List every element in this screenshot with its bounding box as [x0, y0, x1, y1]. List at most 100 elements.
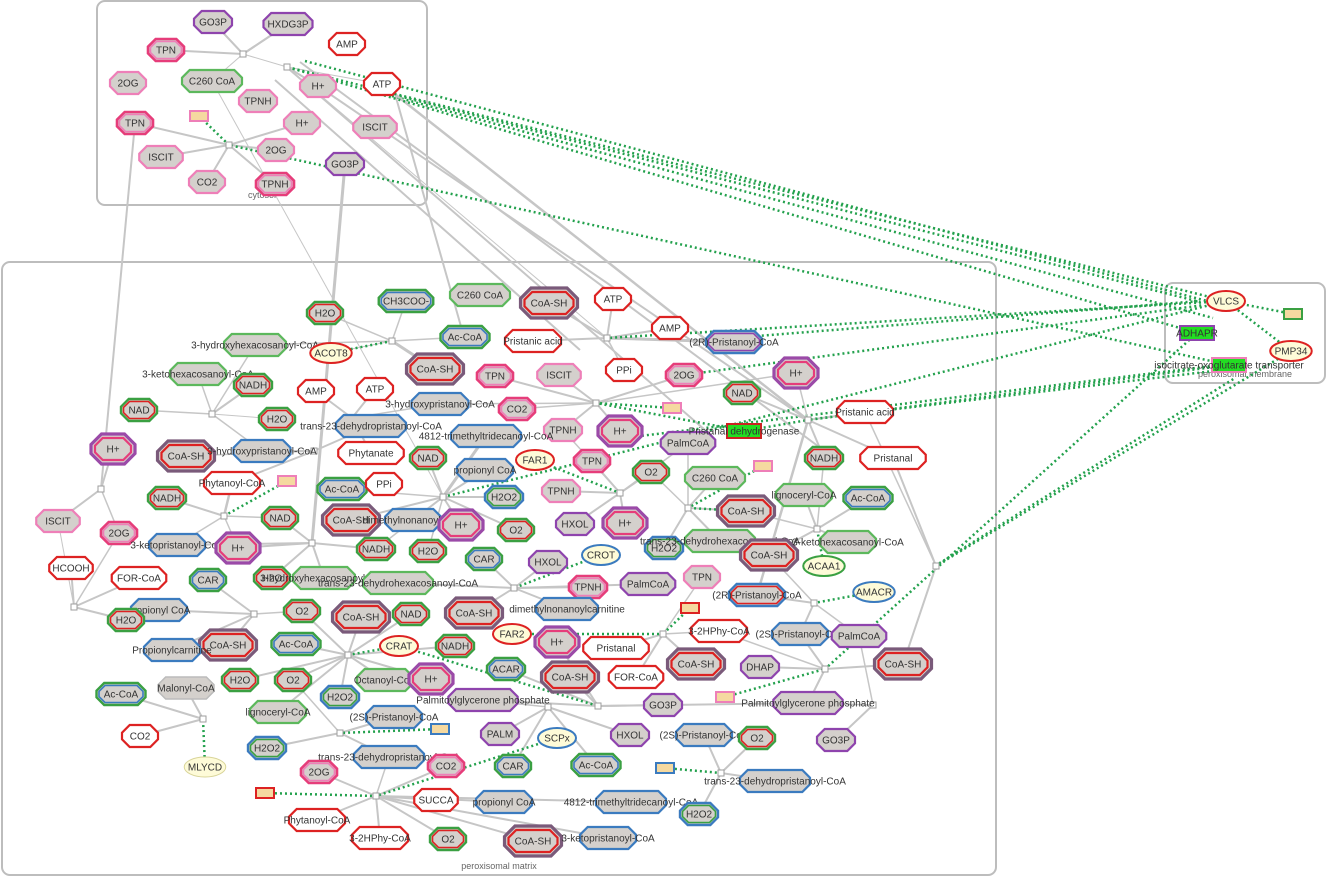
node-m95[interactable]: H+: [533, 625, 581, 659]
node-m128[interactable]: SUCCA: [413, 787, 459, 813]
node-m15[interactable]: H+: [772, 356, 820, 390]
node-m118[interactable]: (2S)-Pristanoyl-CoA: [660, 722, 749, 748]
reaction-hub[interactable]: [208, 410, 216, 418]
node-m126[interactable]: 2OG: [299, 759, 339, 785]
node-c4[interactable]: AMP: [327, 31, 367, 57]
node-c8[interactable]: ATP: [362, 71, 402, 97]
node-m123[interactable]: CAR: [493, 753, 533, 779]
node-c10[interactable]: TPN: [115, 110, 155, 136]
node-c2[interactable]: HXDG3P: [262, 11, 314, 37]
node-m9[interactable]: (2R)-Pristanoyl-CoA: [689, 329, 779, 355]
node-m131[interactable]: H2O2: [678, 801, 720, 827]
node-m110[interactable]: lignoceryl-CoA: [245, 699, 311, 725]
node-c13[interactable]: 2OG: [256, 137, 296, 163]
node-p4[interactable]: PMP34: [1269, 340, 1313, 362]
node-m124[interactable]: Ac-CoA: [570, 752, 622, 778]
node-m136[interactable]: 3-ketopristanoyl-CoA: [561, 825, 655, 851]
node-m92[interactable]: Propionylcarnitine: [132, 637, 212, 663]
reaction-hub[interactable]: [70, 603, 78, 611]
reaction-hub[interactable]: [804, 416, 812, 424]
node-m109[interactable]: H2O2: [319, 684, 361, 710]
node-c9[interactable]: TPNH: [237, 88, 279, 114]
node-e7[interactable]: AMACR: [852, 581, 896, 603]
node-m90[interactable]: PalmCoA: [830, 623, 888, 649]
node-m50[interactable]: NADH: [146, 485, 188, 511]
node-c14[interactable]: ISCIT: [138, 144, 184, 170]
gene-product-box[interactable]: [655, 762, 675, 774]
node-m28[interactable]: TPNH: [542, 417, 584, 443]
node-m104[interactable]: Octanoyl-CoA: [354, 667, 417, 693]
node-m76[interactable]: HXOL: [527, 549, 569, 575]
node-c3[interactable]: TPN: [146, 37, 186, 63]
node-c15[interactable]: CO2: [187, 169, 227, 195]
node-m73[interactable]: H2O: [252, 565, 292, 591]
node-m79[interactable]: TPN: [682, 564, 722, 590]
node-m35[interactable]: Phytanate: [337, 440, 405, 466]
node-m47[interactable]: C260 CoA: [683, 465, 747, 491]
node-m83[interactable]: NAD: [391, 601, 431, 627]
node-e6[interactable]: ACAA1: [802, 555, 846, 577]
reaction-hub[interactable]: [821, 665, 829, 673]
node-m52[interactable]: CoA-SH: [320, 503, 382, 537]
node-m93[interactable]: Ac-CoA: [270, 631, 322, 657]
reaction-hub[interactable]: [220, 512, 228, 520]
node-m34[interactable]: 3-hydroxypristanoyl-CoA: [207, 438, 317, 464]
node-m65[interactable]: CAR: [464, 546, 504, 572]
reaction-hub[interactable]: [616, 489, 624, 497]
gene-product-box[interactable]: [753, 460, 773, 472]
node-m102[interactable]: H2O: [220, 667, 260, 693]
node-m46[interactable]: TPNH: [540, 478, 582, 504]
node-m127[interactable]: CO2: [426, 753, 466, 779]
node-m99[interactable]: CoA-SH: [872, 647, 934, 681]
node-m37[interactable]: propionyl CoA: [454, 457, 517, 483]
node-m116[interactable]: PALM: [479, 721, 521, 747]
node-m130[interactable]: 4812-trimethyltridecanoyl-CoA: [564, 789, 699, 815]
node-m4[interactable]: CoA-SH: [518, 286, 580, 320]
node-m105[interactable]: H+: [407, 662, 455, 696]
node-m62[interactable]: H+: [214, 531, 262, 565]
node-m60[interactable]: 2OG: [99, 520, 139, 546]
node-m112[interactable]: GO3P: [642, 692, 684, 718]
node-m29[interactable]: H+: [596, 414, 644, 448]
node-m14[interactable]: 2OG: [664, 362, 704, 388]
node-m96[interactable]: Pristanal: [582, 635, 650, 661]
reaction-hub[interactable]: [310, 447, 318, 455]
node-m40[interactable]: NADH: [803, 445, 845, 471]
node-m122[interactable]: trans-23-dehydropristanoyl-CoA: [318, 744, 460, 770]
reaction-hub[interactable]: [510, 584, 518, 592]
node-m70[interactable]: HCOOH: [48, 555, 94, 581]
node-m87[interactable]: H2O: [106, 607, 146, 633]
gene-product-box[interactable]: [255, 787, 275, 799]
node-m58[interactable]: CoA-SH: [715, 494, 777, 528]
node-m13[interactable]: ISCIT: [536, 362, 582, 388]
gene-product-box[interactable]: [1283, 308, 1303, 320]
reaction-hub[interactable]: [684, 504, 692, 512]
node-m113[interactable]: Palmitoylglycerone phosphate: [741, 690, 875, 716]
node-m61[interactable]: 3-ketopristanoyl-CoA: [130, 532, 224, 558]
node-m94[interactable]: NADH: [434, 633, 476, 659]
node-m20[interactable]: ATP: [355, 376, 395, 402]
node-e9[interactable]: MLYCD: [183, 756, 227, 778]
node-c6[interactable]: C260 CoA: [180, 68, 244, 94]
reaction-hub[interactable]: [439, 493, 447, 501]
node-m23[interactable]: NAD: [722, 380, 762, 406]
node-c1[interactable]: GO3P: [192, 9, 234, 35]
node-m71[interactable]: FOR-CoA: [110, 565, 168, 591]
reaction-hub[interactable]: [250, 610, 258, 618]
node-m11[interactable]: CoA-SH: [404, 352, 466, 386]
reaction-hub[interactable]: [544, 703, 552, 711]
node-m44[interactable]: PPi: [364, 471, 404, 497]
node-e3[interactable]: CROT: [581, 544, 621, 566]
reaction-hub[interactable]: [225, 141, 233, 149]
node-m115[interactable]: CO2: [120, 723, 160, 749]
node-m97[interactable]: CoA-SH: [665, 647, 727, 681]
node-m59[interactable]: lignoceryl-CoA: [771, 482, 837, 508]
reaction-hub[interactable]: [336, 729, 344, 737]
node-m1[interactable]: H2O: [305, 300, 345, 326]
node-m32[interactable]: H+: [89, 432, 137, 466]
node-m18[interactable]: NADH: [232, 372, 274, 398]
reaction-hub[interactable]: [810, 599, 818, 607]
node-c5[interactable]: 2OG: [108, 70, 148, 96]
node-m8[interactable]: Pristanic acid: [503, 328, 563, 354]
